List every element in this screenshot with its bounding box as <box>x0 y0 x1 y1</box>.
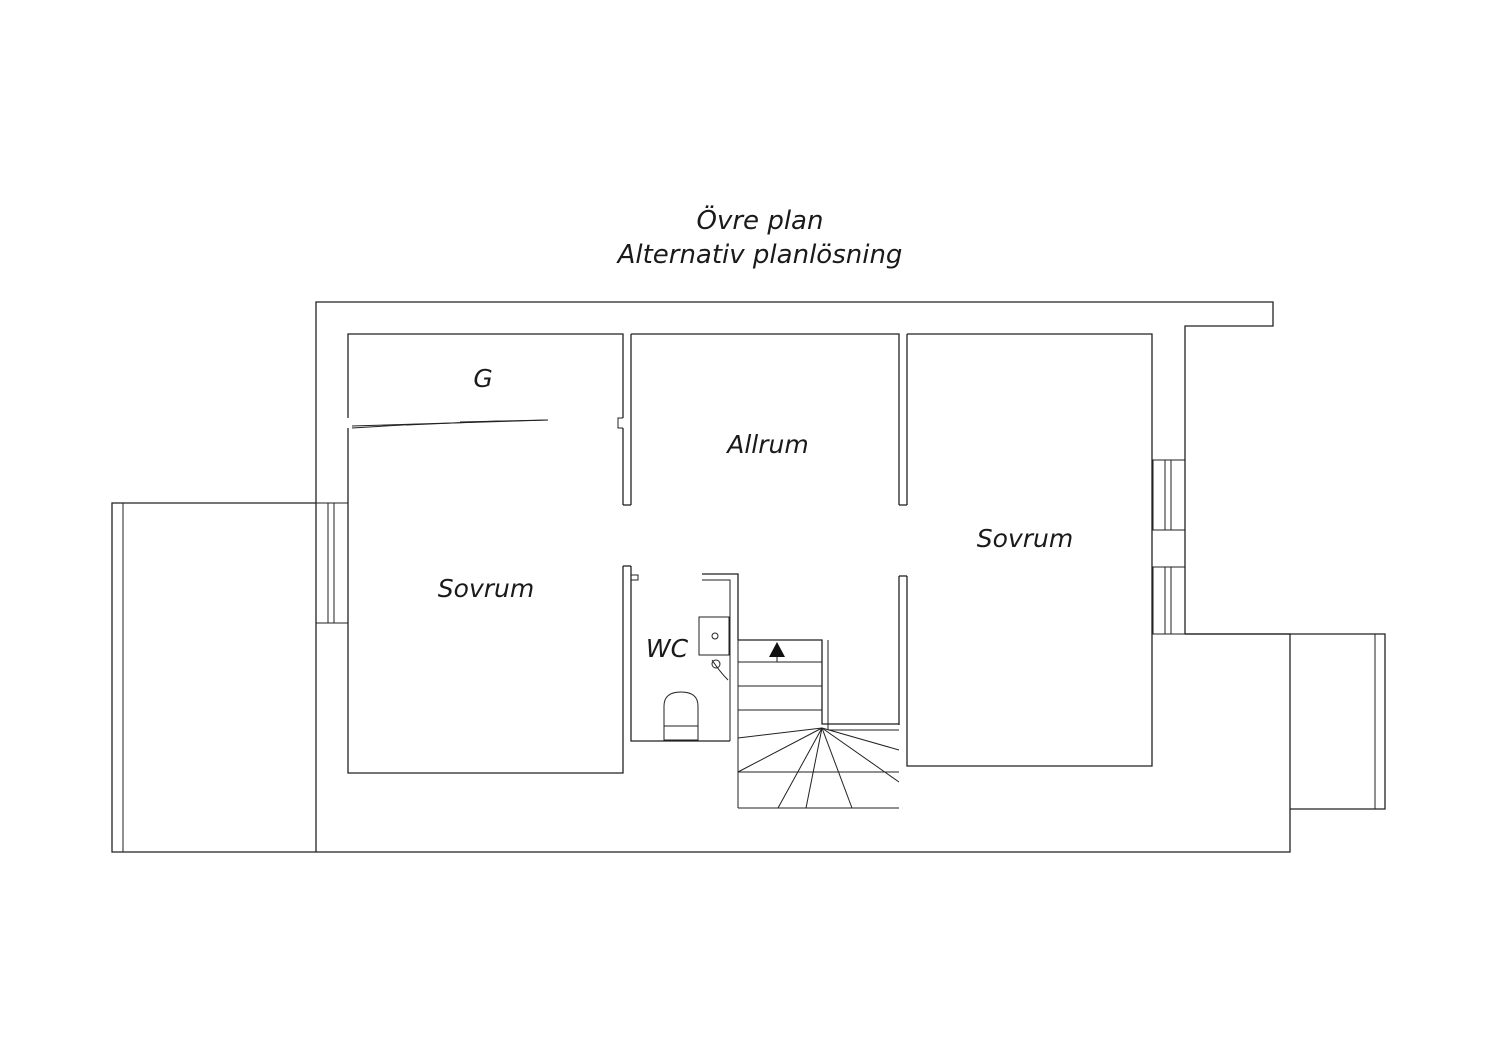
room-label-wc: WC <box>646 634 689 663</box>
right-window-lower <box>1152 566 1186 635</box>
right-window-upper <box>1152 459 1186 531</box>
wc-room <box>630 566 739 742</box>
room-label-family-room: Allrum <box>725 430 808 459</box>
stair-direction-arrow-icon <box>769 642 785 657</box>
bedroom-left <box>347 334 632 774</box>
room-label-bedroom-left: Sovrum <box>438 574 534 603</box>
toilet-tank-icon <box>663 725 699 741</box>
left-balcony <box>111 502 316 853</box>
sink-icon <box>698 616 730 656</box>
plan-title: Övre plan <box>696 206 824 236</box>
toilet-bowl-icon <box>663 691 699 726</box>
staircase <box>737 639 900 809</box>
closet-room <box>347 333 624 429</box>
outer-wall <box>315 301 1291 853</box>
bedroom-right <box>898 333 1153 767</box>
room-label-bedroom-right: Sovrum <box>977 524 1073 553</box>
room-label-closet: G <box>473 364 492 393</box>
family-room <box>631 333 908 506</box>
left-window <box>315 502 349 624</box>
plan-subtitle: Alternativ planlösning <box>617 240 903 270</box>
right-balcony <box>1185 633 1386 810</box>
